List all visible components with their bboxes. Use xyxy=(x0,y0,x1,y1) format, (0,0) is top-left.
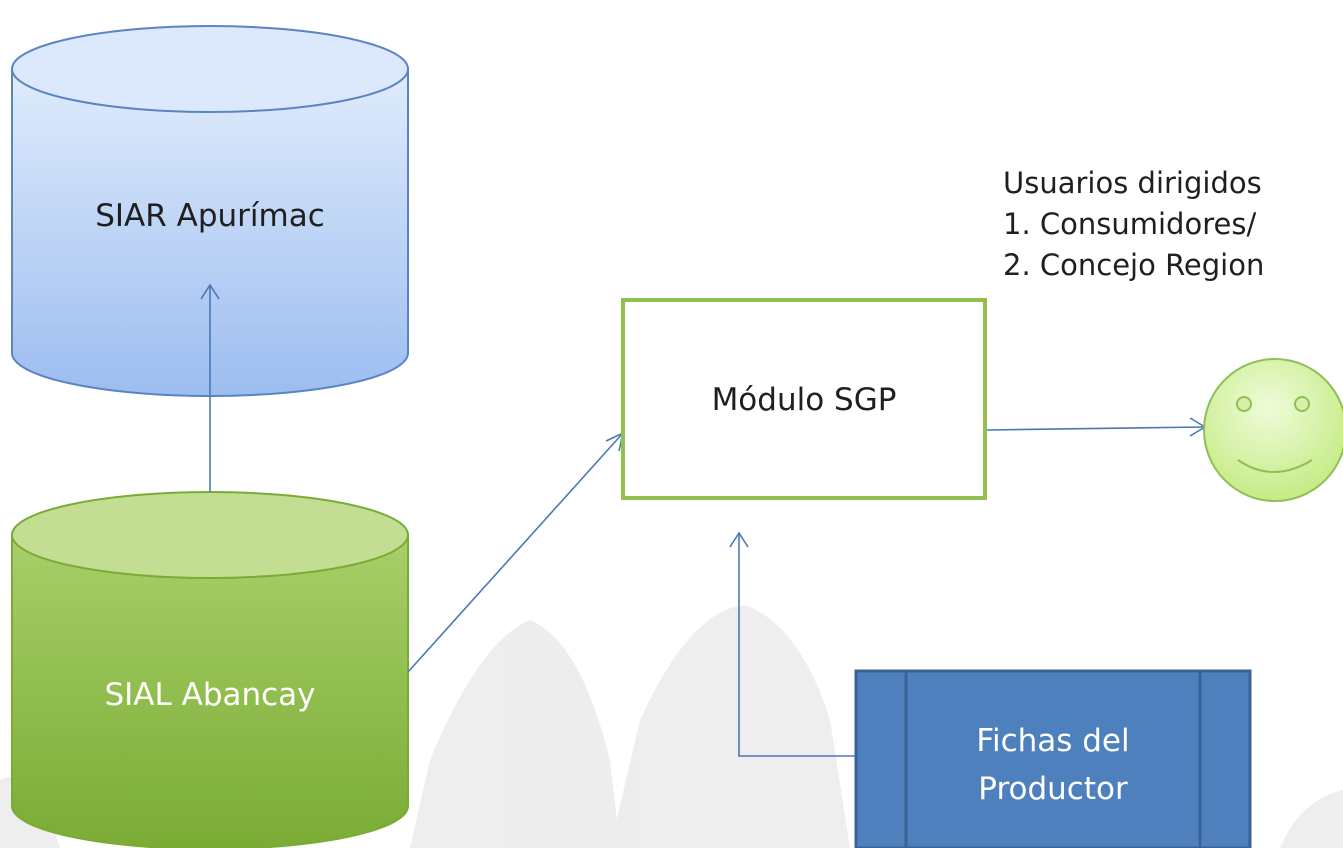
arrow-sgp-to-user xyxy=(986,417,1207,437)
modulo-sgp-box xyxy=(621,298,987,500)
user-smiley-icon xyxy=(1203,358,1343,502)
fichas-label-line2: Productor xyxy=(978,771,1128,807)
fichas-label-line1: Fichas del xyxy=(976,723,1130,759)
arrow-sial-to-siar xyxy=(200,283,220,492)
sgp-label: Módulo SGP xyxy=(711,382,897,418)
users-item-2: 2. Concejo Region xyxy=(1003,248,1265,282)
siar-apurimac-database xyxy=(11,25,409,397)
users-item-1: 1. Consumidores/ xyxy=(1003,207,1257,241)
users-title: Usuarios dirigidos xyxy=(1003,166,1262,200)
sial-label: SIAL Abancay xyxy=(104,677,316,713)
background-watermark xyxy=(0,605,1343,848)
arrow-fichas-to-sgp xyxy=(729,531,856,757)
siar-label: SIAR Apurímac xyxy=(95,198,325,234)
sial-abancay-database xyxy=(11,491,409,848)
fichas-productor-box xyxy=(854,669,1252,848)
users-list: Usuarios dirigidos 1. Consumidores/ 2. C… xyxy=(1003,163,1264,286)
